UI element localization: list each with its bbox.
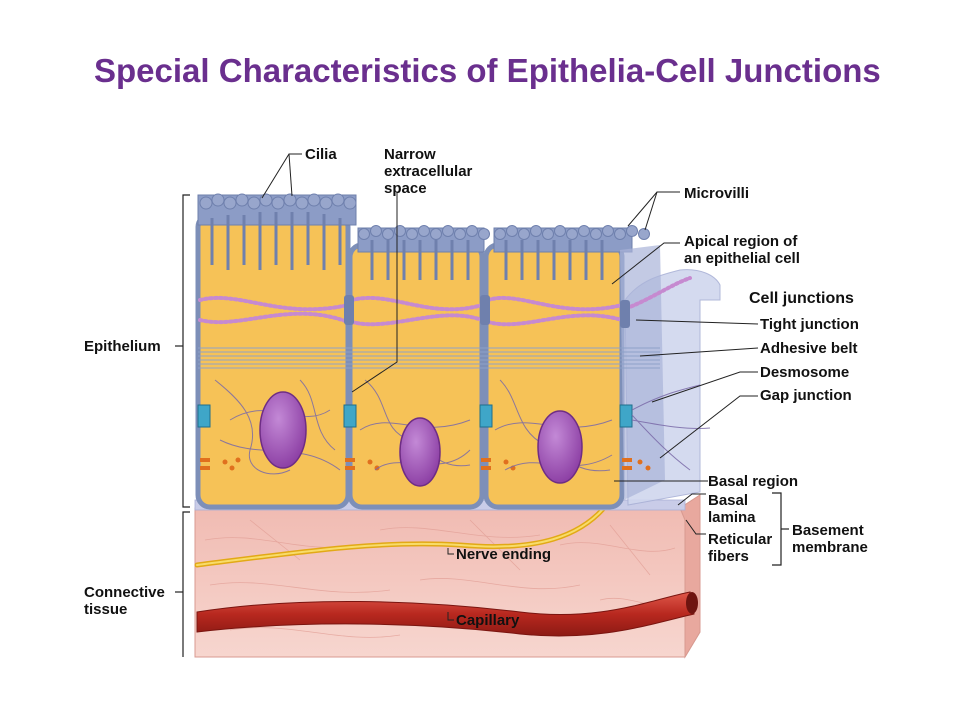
- nucleus-3: [537, 410, 583, 484]
- label-tight-junction: Tight junction: [760, 316, 859, 333]
- adhesive-belt: [198, 347, 660, 369]
- label-basement-membrane: Basement membrane: [792, 522, 868, 556]
- desmosomes: [197, 404, 633, 428]
- nucleus-1: [259, 391, 307, 469]
- label-apical-region: Apical region of an epithelial cell: [684, 233, 800, 267]
- label-cell-junctions: Cell junctions: [749, 290, 854, 307]
- label-basal-lamina: Basal lamina: [708, 492, 756, 526]
- label-narrow-extracellular-space: Narrow extracellular space: [384, 146, 473, 197]
- label-reticular-fibers: Reticular fibers: [708, 531, 773, 565]
- leader-lines: [261, 153, 759, 621]
- label-desmosome: Desmosome: [760, 364, 850, 381]
- label-cilia: Cilia: [305, 146, 337, 163]
- label-connective-tissue: Connective tissue: [84, 584, 165, 618]
- connective-tissue-bracket: [175, 511, 190, 657]
- microvilli: [370, 240, 604, 280]
- connective-tissue-block: [194, 494, 701, 659]
- label-microvilli: Microvilli: [684, 185, 750, 202]
- label-basal-region: Basal region: [708, 473, 799, 490]
- page-title: Special Characteristics of Epithelia-Cel…: [94, 52, 881, 89]
- terminal-web: [198, 276, 692, 327]
- nucleus-2: [399, 417, 441, 487]
- label-gap-junction: Gap junction: [760, 387, 852, 404]
- epithelium-bracket: [175, 194, 190, 508]
- label-adhesive-belt: Adhesive belt: [760, 340, 858, 357]
- label-nerve-ending: Nerve ending: [456, 546, 552, 563]
- capillary-opening: [686, 592, 698, 614]
- label-epithelium: Epithelium: [84, 338, 161, 355]
- tight-junctions: [344, 295, 630, 328]
- capillary: [196, 591, 695, 637]
- basement-membrane-bracket: [772, 492, 789, 566]
- cilia: [210, 212, 342, 270]
- gap-junctions: [200, 457, 651, 471]
- label-capillary: Capillary: [456, 612, 520, 629]
